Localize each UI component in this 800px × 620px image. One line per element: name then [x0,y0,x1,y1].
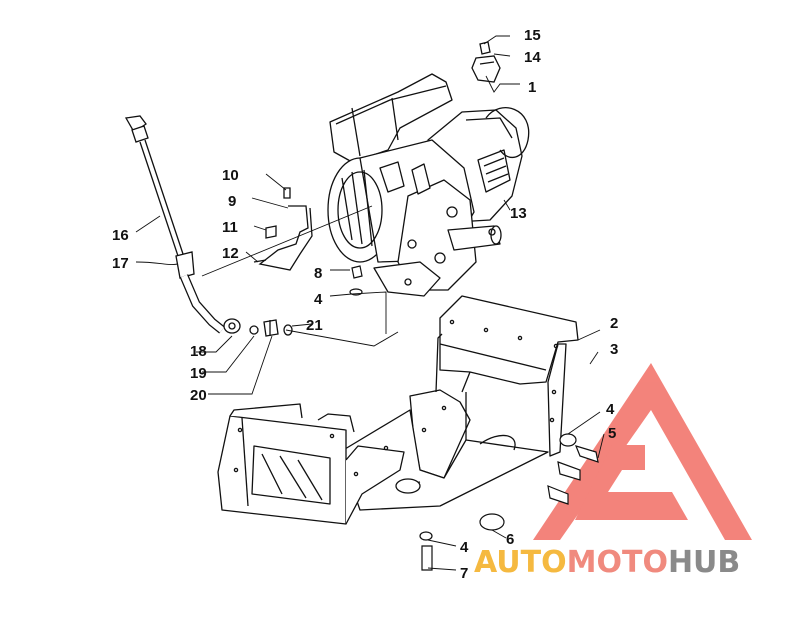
callout-20: 20 [190,387,207,404]
clip-parts [471,41,501,83]
callout-16: 16 [112,227,129,244]
callout-9: 9 [228,193,236,210]
watermark-logo [533,363,752,540]
watermark-g-shape [575,445,688,520]
callout-10: 10 [222,167,239,184]
watermark-text: AUTOMOTOHUB [474,545,740,580]
callout-8: 8 [314,265,322,282]
callout-labels: 1 2 3 4 5 6 4 7 8 4 9 10 11 12 13 14 15 … [112,27,618,582]
callout-18: 18 [190,343,207,360]
callout-13: 13 [510,205,527,222]
callout-2: 2 [610,315,618,332]
watermark-hub: HUB [668,545,740,580]
callout-19: 19 [190,365,207,382]
callout-1: 1 [528,79,536,96]
callout-14: 14 [524,49,541,66]
svg-text:AUTOMOTOHUB: AUTOMOTOHUB [474,545,740,580]
callout-4b: 4 [460,539,469,556]
dipstick-assembly [124,115,293,337]
callout-21: 21 [306,317,323,334]
callout-4c: 4 [314,291,323,308]
callout-5: 5 [608,425,616,442]
watermark-moto: MOTO [567,545,668,580]
dipstick-bracket [253,187,313,271]
callout-17: 17 [112,255,129,272]
callout-11: 11 [222,219,238,236]
engine-assembly [327,73,530,297]
watermark-auto: AUTO [474,545,567,580]
callout-7: 7 [460,565,468,582]
callout-15: 15 [524,27,541,44]
callout-3: 3 [610,341,618,358]
mount-plate [217,295,579,525]
callout-6: 6 [506,531,514,548]
hardware [349,265,599,571]
leader-lines [135,35,605,571]
callout-4: 4 [606,401,615,418]
callout-12: 12 [222,245,239,262]
